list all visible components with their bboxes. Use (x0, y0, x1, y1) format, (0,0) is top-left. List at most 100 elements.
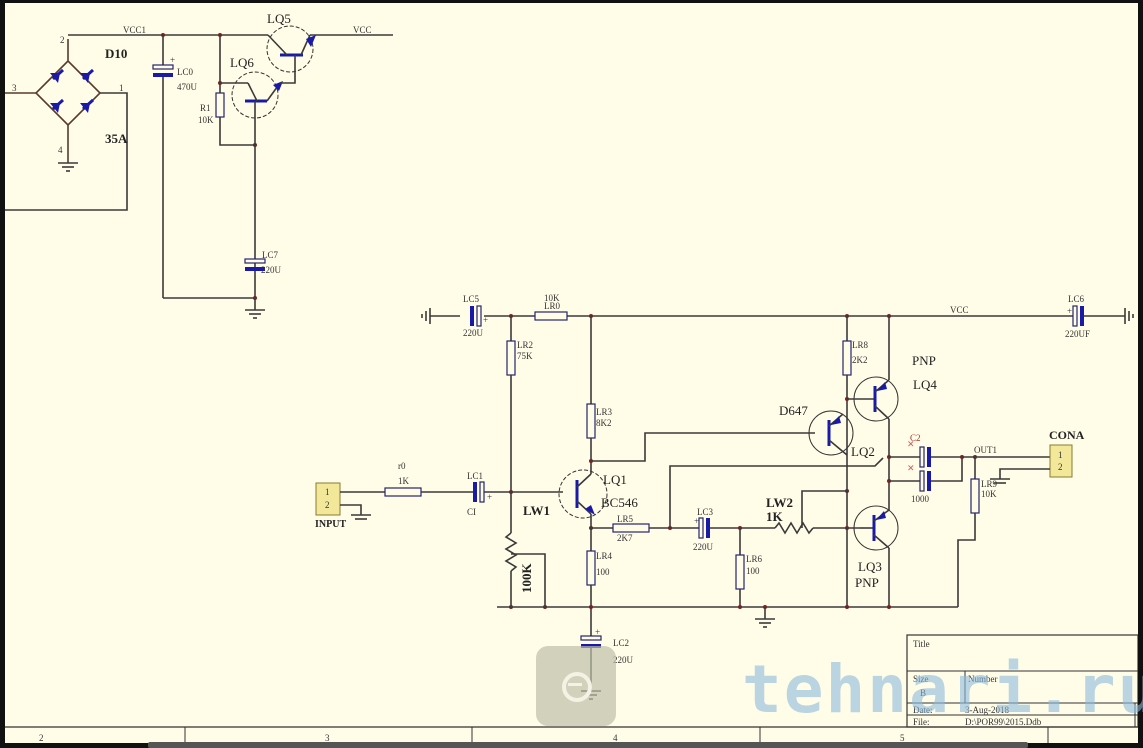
zoom-out-icon (562, 672, 592, 702)
ground-left (421, 308, 431, 324)
rectifier-ref: D10 (105, 46, 127, 61)
zoom-out-button[interactable] (536, 646, 616, 726)
label-schematic-resistors-5-ref: r0 (398, 461, 406, 471)
capacitor-LC5: + LC5 220U (463, 294, 488, 338)
resistor-r0: r0 1K (384, 461, 422, 497)
label-schematic-transistors-2-part: BC546 (601, 495, 638, 510)
label-schematic-resistors-9-value: 10K (981, 489, 997, 499)
label-schematic-capacitors-7-value: 1000 (911, 494, 930, 504)
label-schematic-transistors-2-ref: LQ1 (603, 472, 627, 487)
label-schematic-resistors-0-ref: R1 (200, 103, 211, 113)
capacitor-C2: C2 1000 ✕ ✕ (889, 433, 963, 504)
label-schematic-resistors-1-value: 10K (544, 293, 560, 303)
watermark-logo: tehnari.ru (742, 651, 1143, 728)
ground-right (1124, 308, 1134, 324)
svg-text:✕: ✕ (907, 439, 915, 449)
label-schematic-resistors-0-value: 10K (198, 115, 214, 125)
date-value: 3-Aug-2018 (965, 705, 1009, 715)
transistor-LQ1: LQ1 BC546 (558, 469, 638, 519)
label-schematic-connectors-1-pins-0: 1 (1058, 450, 1063, 460)
label-schematic-connectors-1-pins-1: 2 (1058, 462, 1063, 472)
ground-lc7 (245, 298, 265, 319)
label-schematic-connectors-0-ref: INPUT (315, 519, 346, 530)
transistor-LQ3: LQ3 PNP (853, 505, 899, 590)
transistor-LQ5: LQ5 (266, 11, 316, 84)
svg-text:+: + (170, 55, 175, 65)
label-schematic-resistors-6-ref: LR5 (617, 514, 634, 524)
transistor-LQ4: PNP LQ4 (847, 353, 937, 422)
size-value: B (920, 688, 926, 698)
label-schematic-resistors-2-value: 75K (517, 351, 533, 361)
label-border_zones-1: 3 (325, 733, 330, 743)
rectifier-pin-1: 1 (119, 83, 124, 93)
minus-icon (568, 683, 582, 686)
label-schematic-resistors-7-value: 100 (596, 567, 610, 577)
rectifier-pin-2: 2 (60, 35, 65, 45)
label-schematic-resistors-9-ref: LR9 (981, 479, 998, 489)
resistor-R1: R1 10K (198, 35, 255, 146)
connector-CONA: 1 2 CONA (990, 428, 1085, 484)
label-schematic-capacitors-5-ref: LC3 (697, 507, 714, 517)
transistor-LQ6: LQ6 (220, 55, 283, 298)
label-schematic-capacitors-5-value: 220U (693, 542, 714, 552)
label-schematic-resistors-8-value: 100 (746, 566, 760, 576)
label-schematic-resistors-6-value: 2K7 (617, 533, 633, 543)
schematic-canvas: 2 3 1 4 D10 35A VCC1 VCC + LC0 470U R1 1… (5, 11, 1138, 743)
ground-bottom (755, 607, 775, 628)
svg-text:+: + (694, 516, 699, 526)
label-schematic-resistors-3-ref: LR3 (596, 407, 613, 417)
label-schematic-capacitors-4-value: CI (467, 507, 476, 517)
label-schematic-transistors-5-type: PNP (855, 575, 879, 590)
label-schematic-capacitors-0-ref: LC0 (177, 67, 194, 77)
label-schematic-transistors-3-part: D647 (779, 403, 808, 418)
label-schematic-resistors-4-value: 2K2 (852, 355, 868, 365)
label-schematic-resistors-1-ref: LR0 (544, 301, 561, 311)
capacitor-LC1: + LC1 CI (467, 471, 492, 517)
border-zones: 2 3 4 5 (5, 726, 1138, 743)
label-schematic-capacitors-6-ref: LC2 (613, 638, 629, 648)
label-schematic-resistors-5-value: 1K (398, 476, 410, 486)
label-schematic-capacitors-2-value: 220U (463, 328, 484, 338)
label-schematic-capacitors-1-ref: LC7 (262, 250, 279, 260)
resistor-LR4: LR4 100 (586, 550, 613, 586)
resistor-LR5: LR5 2K7 (612, 514, 650, 543)
label-schematic-resistors-4-ref: LR8 (852, 340, 869, 350)
schematic-sheet: 2 3 1 4 D10 35A VCC1 VCC + LC0 470U R1 1… (5, 3, 1138, 743)
label-schematic-pots-0-value: 100K (519, 563, 534, 594)
svg-text:✕: ✕ (907, 463, 915, 473)
horizontal-scrollbar[interactable] (148, 742, 1028, 748)
label-schematic-transistors-1-ref: LQ6 (230, 55, 254, 70)
label-schematic-resistors-7-ref: LR4 (596, 551, 613, 561)
file-label: File: (913, 717, 930, 727)
size-label: Size (913, 674, 929, 684)
label-schematic-resistors-2-ref: LR2 (517, 340, 533, 350)
pot-LW1: LW1 100K (504, 503, 550, 607)
transistor-LQ2: D647 LQ2 (779, 403, 875, 459)
resistor-LR3: LR3 8K2 (586, 316, 613, 474)
net-vcc-main: VCC (950, 305, 969, 315)
capacitor-LC7: LC7 220U (244, 250, 282, 275)
date-label: Date: (913, 705, 933, 715)
label-schematic-capacitors-3-value: 220UF (1065, 329, 1090, 339)
number-label: Number (968, 674, 998, 684)
title-label: Title (913, 639, 930, 649)
label-schematic-transistors-4-ref: LQ4 (913, 377, 937, 392)
label-border_zones-0: 2 (39, 733, 44, 743)
svg-text:+: + (483, 315, 488, 325)
label-schematic-resistors-3-value: 8K2 (596, 418, 612, 428)
label-border_zones-3: 5 (900, 733, 905, 743)
label-schematic-transistors-5-ref: LQ3 (858, 559, 882, 574)
label-schematic-connectors-0-pins-1: 2 (325, 500, 330, 510)
resistor-LR9: LR9 10K (957, 457, 998, 607)
label-schematic-capacitors-6-value: 220U (613, 655, 634, 665)
label-schematic-connectors-1-ref: CONA (1049, 428, 1085, 442)
label-schematic-resistors-8-ref: LR6 (746, 554, 763, 564)
resistor-LR6: LR6 100 (735, 528, 763, 607)
net-vcc1: VCC1 (123, 25, 146, 35)
capacitor-LC3: + LC3 220U (693, 507, 714, 552)
rectifier-pin-3: 3 (12, 83, 17, 93)
label-schematic-connectors-0-pins-0: 1 (325, 487, 330, 497)
svg-text:+: + (487, 492, 492, 502)
label-schematic-transistors-4-type: PNP (912, 353, 936, 368)
net-out1: OUT1 (974, 445, 997, 455)
